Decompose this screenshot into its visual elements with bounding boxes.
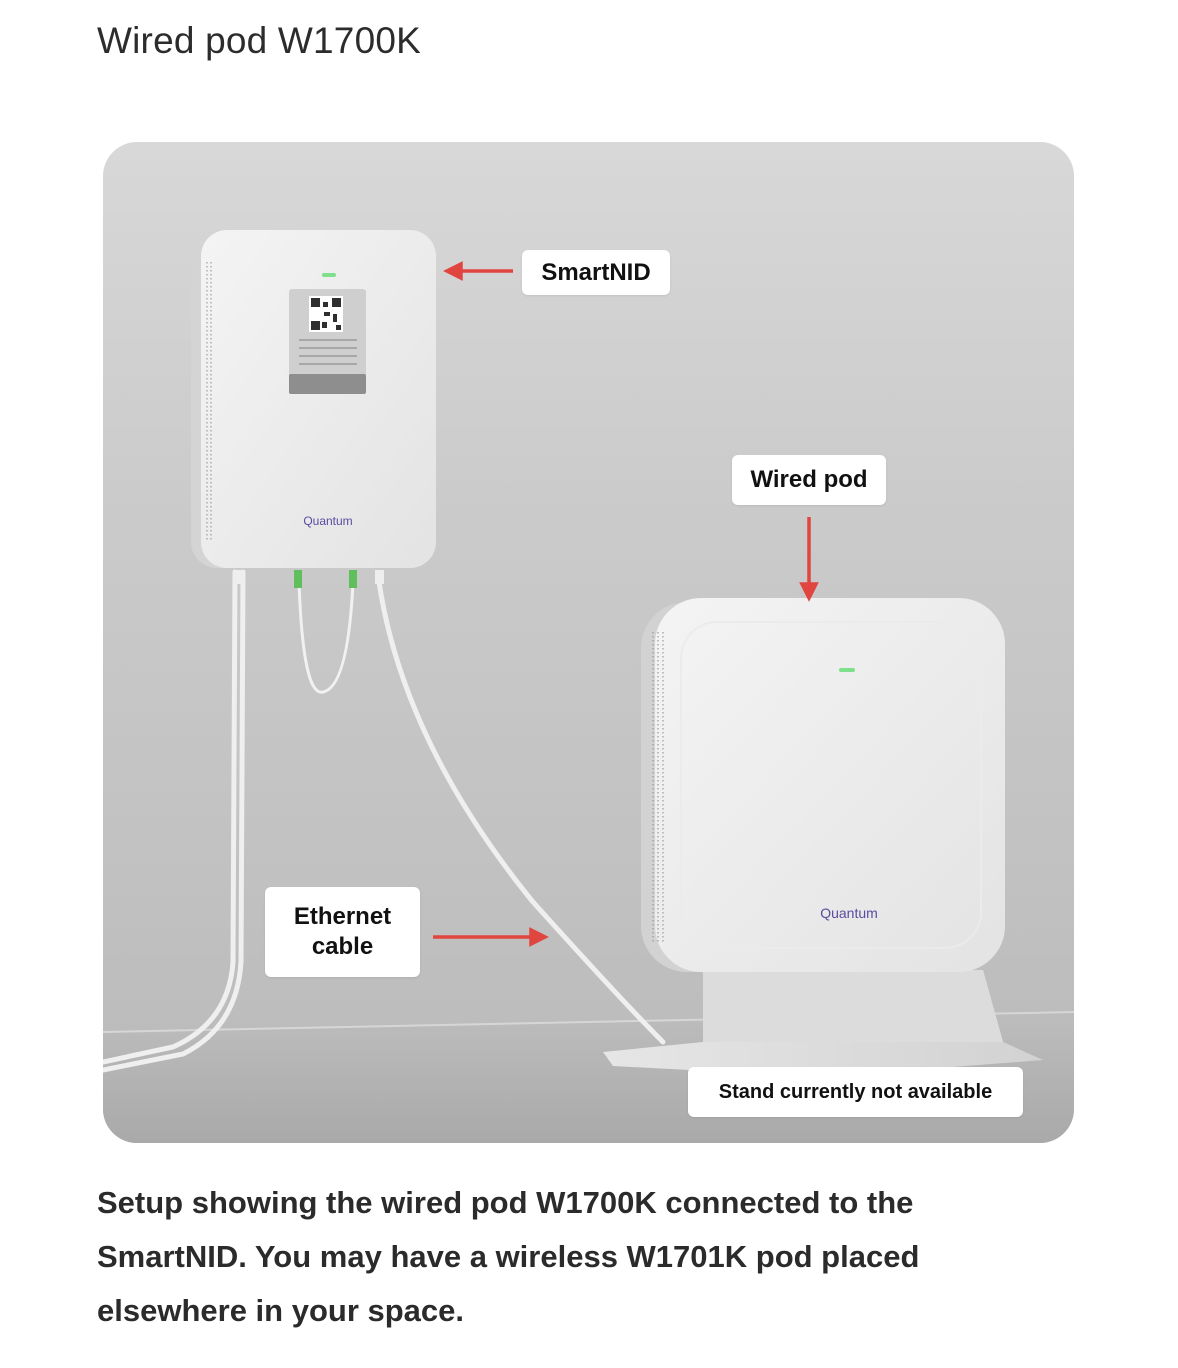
ethernet-cable-label: Ethernet cable [278, 902, 408, 962]
setup-photo: Quantum Quantum [103, 142, 1074, 1143]
smartnid-callout: SmartNID [522, 250, 670, 295]
arrow-to-smartnid [447, 264, 513, 278]
wired-pod-device: Quantum [603, 598, 1043, 1077]
pod-brand-logo: Quantum [820, 905, 878, 921]
arrow-to-wired-pod [802, 517, 816, 598]
pod-led [839, 668, 855, 672]
stand-callout: Stand currently not available [688, 1067, 1023, 1117]
smartnid-led [322, 273, 336, 277]
arrow-to-ethernet-cable [433, 930, 545, 944]
ethernet-cable-callout: Ethernet cable [265, 887, 420, 977]
smartnid-device: Quantum [191, 230, 436, 588]
fiber-connector [294, 570, 302, 588]
figure-caption: Setup showing the wired pod W1700K conne… [97, 1176, 1057, 1338]
wired-pod-callout: Wired pod [732, 455, 886, 505]
page-title: Wired pod W1700K [97, 20, 421, 62]
fiber-connector [349, 570, 357, 588]
wall-cables [103, 572, 663, 1070]
fiber-patch-cable [299, 582, 353, 692]
smartnid-brand-logo: Quantum [303, 514, 352, 528]
